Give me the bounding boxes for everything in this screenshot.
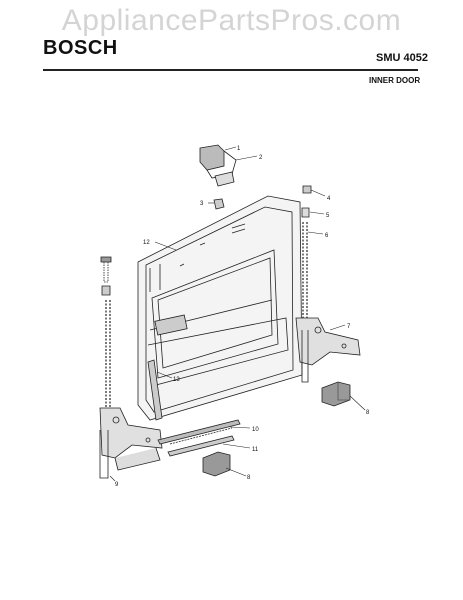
screw-part [100,256,112,283]
callout-9: 9 [115,482,119,488]
header-rule [43,69,418,71]
seal-strips [157,419,241,457]
callout-13: 13 [173,377,180,383]
left-hinge [99,407,163,479]
callout-8-right: 8 [366,410,370,416]
clip-part-3 [213,198,225,210]
callout-6: 6 [325,233,329,239]
callout-7: 7 [347,324,351,330]
callout-5: 5 [326,213,330,219]
callout-11: 11 [252,447,259,453]
strip-part-13 [147,359,163,421]
watermark-text: AppliancePartsPros.com [61,4,402,37]
left-spring [105,300,111,408]
callout-10: 10 [252,427,259,433]
callout-2: 2 [259,155,263,161]
end-cap-8-bottom [202,451,231,477]
model-number: SMU 4052 [376,52,428,64]
callout-1: 1 [237,146,241,152]
latch-part [199,144,237,187]
callout-12: 12 [143,240,150,246]
leader-lines [109,146,366,482]
right-hinge [295,317,361,383]
end-cap-8-right [321,381,351,407]
section-title: INNER DOOR [369,76,421,85]
callout-labels: 1 2 3 4 5 6 12 7 13 8 10 11 8 9 [115,146,370,488]
callout-4: 4 [327,196,331,202]
clip-left [101,285,111,296]
callout-8-bottom: 8 [247,475,251,481]
right-spring [302,222,308,325]
clip-part-5 [301,207,310,218]
inner-door-panel [137,195,303,421]
callout-3: 3 [200,201,204,207]
cap-part-4 [302,185,312,194]
brand-logo: BOSCH [43,37,118,59]
